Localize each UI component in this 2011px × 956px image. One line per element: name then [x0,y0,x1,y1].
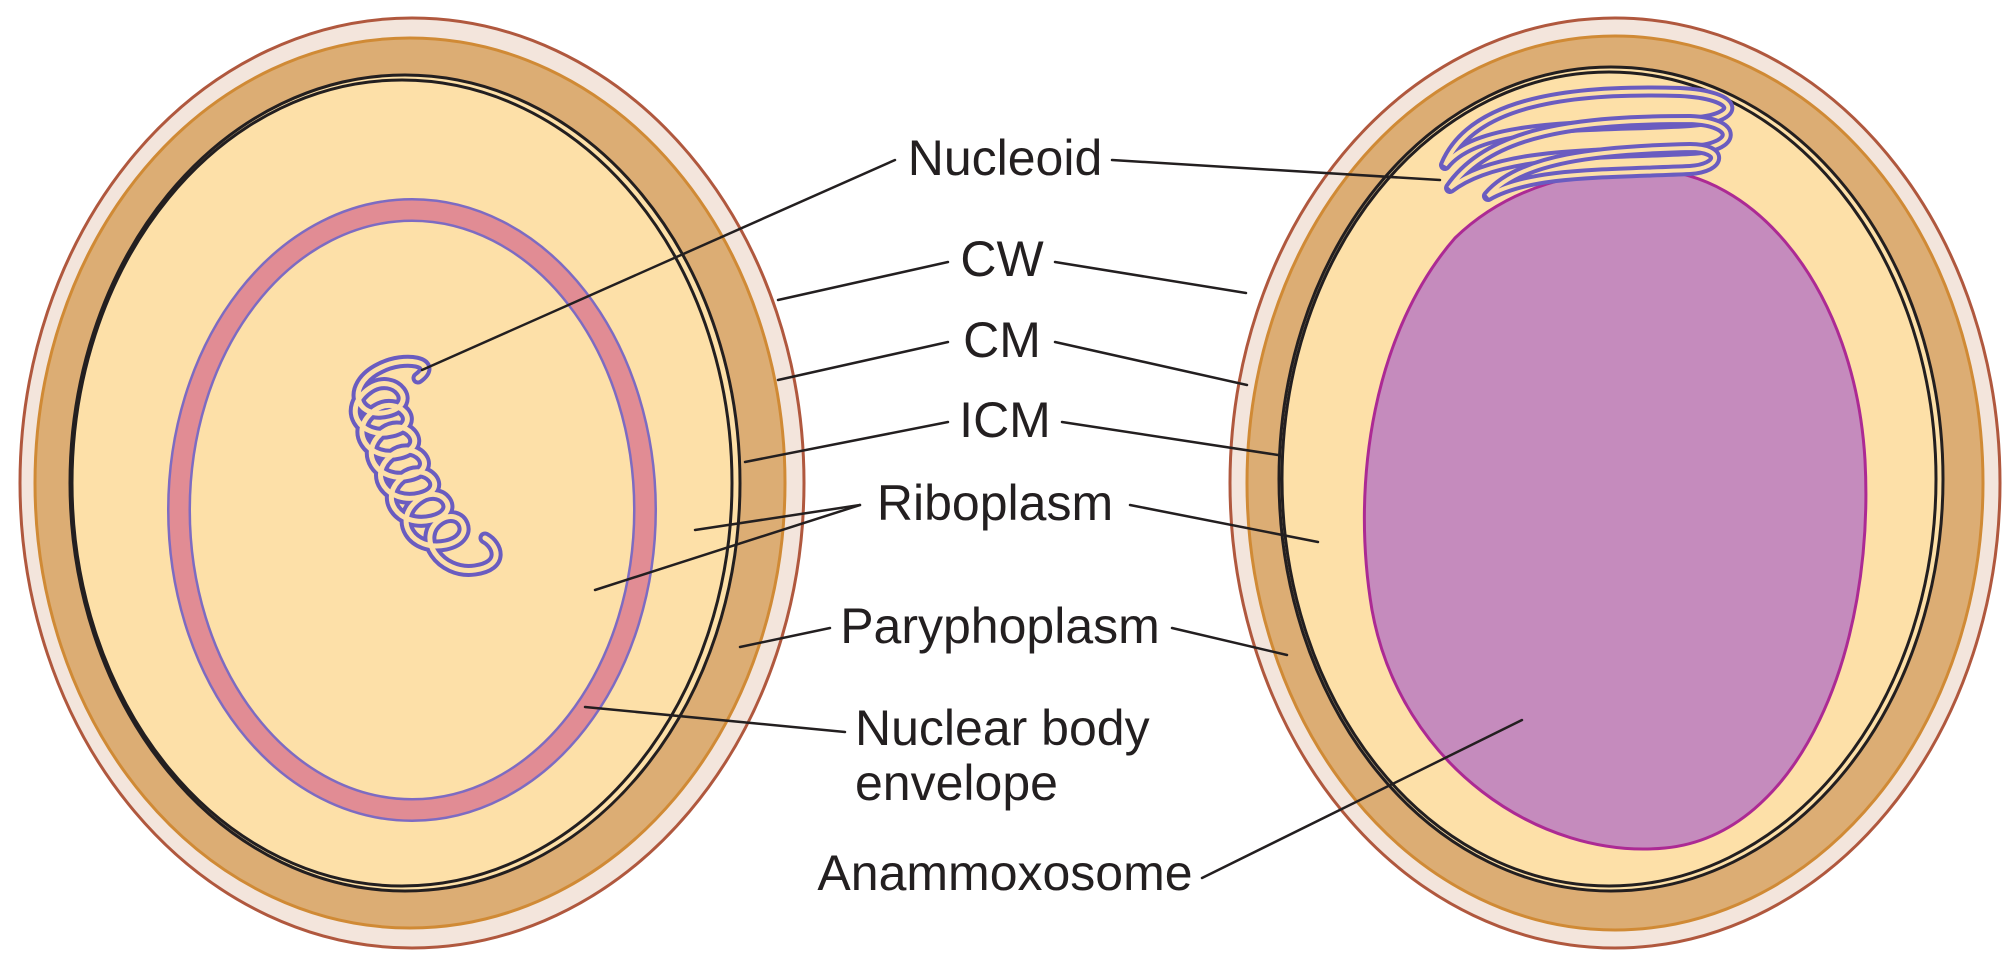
label-riboplasm: Riboplasm [877,475,1113,531]
label-paryphoplasm: Paryphoplasm [840,598,1160,654]
label-nucleoid: Nucleoid [908,130,1103,186]
left-cell [20,18,804,948]
labels: Nucleoid CW CM ICM Riboplasm Paryphoplas… [817,130,1192,901]
label-nuclear-body-envelope-line2: envelope [855,755,1058,811]
cm-leader-left [778,342,948,380]
cm-leader-right [1055,342,1247,385]
anammoxosome-compartment [1364,170,1866,849]
label-anammoxosome: Anammoxosome [817,845,1192,901]
cw-leader-left [778,262,948,300]
label-icm: ICM [959,392,1051,448]
label-cw: CW [960,231,1044,287]
cw-leader-right [1055,262,1246,293]
label-cm: CM [963,312,1041,368]
label-nuclear-body-envelope-line1: Nuclear body [855,700,1150,756]
